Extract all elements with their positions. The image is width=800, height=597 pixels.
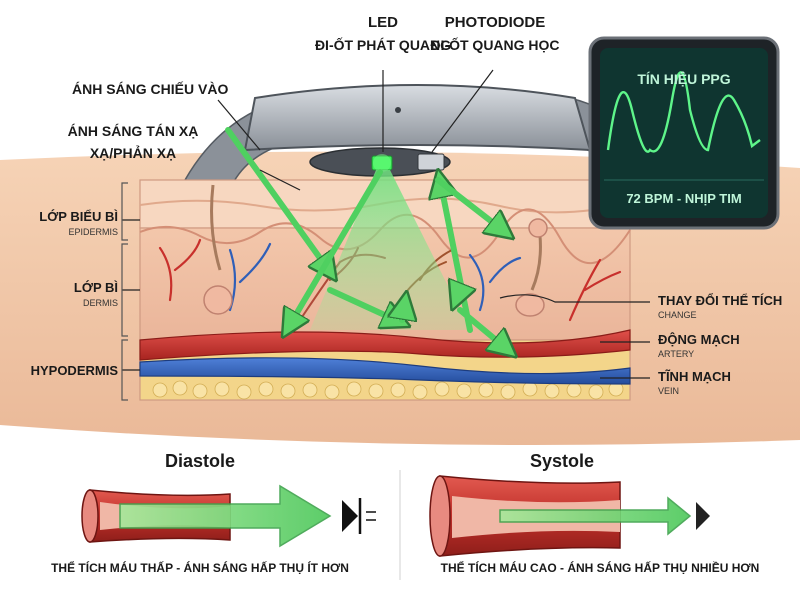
ppg-screen — [600, 48, 768, 218]
diastole-detector — [342, 498, 376, 534]
vein-label: TĨNH MẠCH — [658, 369, 731, 384]
systole-detector — [696, 502, 710, 530]
dermis-label: LỚP BÌ — [73, 280, 118, 295]
light-beam — [310, 170, 470, 330]
leader-lines — [122, 69, 650, 379]
epidermis-label: LỚP BIỂU BÌ — [39, 209, 118, 224]
systole-caption: THỂ TÍCH MÁU CAO - ÁNH SÁNG HẤP THỤ NHIỀ… — [440, 561, 760, 575]
dermis-label-en: DERMIS — [82, 298, 118, 308]
diastole-caption: THỂ TÍCH MÁU THẤP - ÁNH SÁNG HẤP THỤ ÍT … — [51, 561, 349, 575]
volume-change-label: THAY ĐỔI THỂ TÍCH — [658, 293, 783, 308]
hypodermis-label: HYPODERMIS — [30, 363, 118, 378]
photodiode-title: PHOTODIODE — [444, 14, 546, 31]
artery-label-en: ARTERY — [658, 349, 695, 359]
diastole-light-arrow — [119, 484, 332, 548]
light-paths — [225, 127, 508, 350]
ppg-monitor-title: TÍN HIỆU PPG — [637, 71, 731, 87]
systole-title: Systole — [529, 451, 595, 471]
watch-body — [243, 84, 592, 152]
led-subtitle: ĐI-ỐT PHÁT QUANG — [314, 37, 452, 53]
ppg-waveform — [606, 71, 761, 153]
systole-light-arrow — [499, 496, 692, 536]
ppg-monitor-readout: 72 BPM - NHỊP TIM — [626, 191, 742, 206]
scattered-light-label-1: ÁNH SÁNG TÁN XẠ — [67, 123, 199, 139]
artery-label: ĐỘNG MẠCH — [658, 332, 740, 347]
diastole-title: Diastole — [164, 451, 236, 471]
volume-change-label-en: CHANGE — [658, 310, 697, 320]
photodiode-sensor — [417, 153, 445, 171]
epidermis-label-en: EPIDERMIS — [68, 227, 118, 237]
vein-vessel — [139, 357, 631, 385]
photodiode-subtitle: ĐI-ỐT QUANG HỌC — [430, 37, 560, 53]
incident-light-label: ÁNH SÁNG CHIẾU VÀO — [72, 81, 229, 97]
vein-label-en: VEIN — [658, 386, 680, 396]
led-title: LED — [368, 14, 398, 31]
scattered-light-label-2: XẠ/PHẢN XẠ — [89, 145, 177, 161]
